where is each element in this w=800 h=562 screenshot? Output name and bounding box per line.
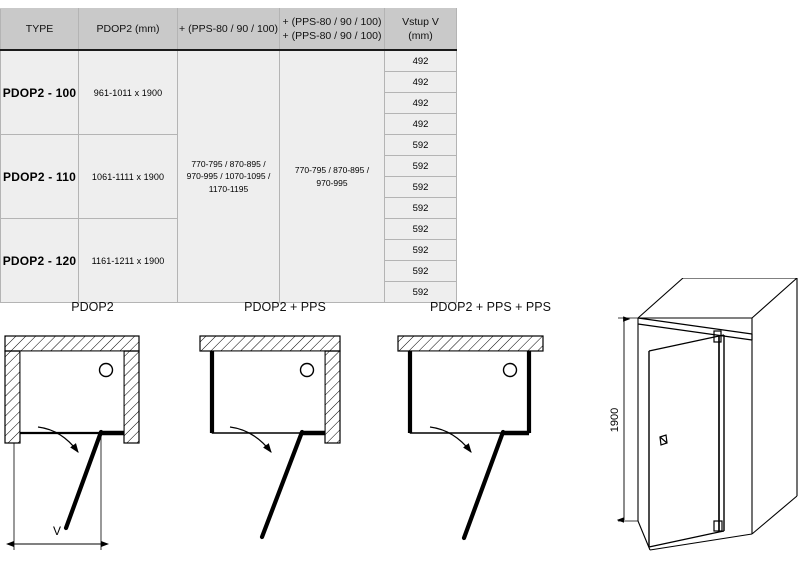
table-row: 492 <box>1 92 457 114</box>
cell-vstup: 592 <box>384 260 457 282</box>
header-pps-single: + (PPS-80 / 90 / 100) <box>177 8 280 51</box>
pps-single-line2: 970-995 / 1070-1095 / <box>186 171 271 182</box>
door-leaf-open <box>63 429 104 531</box>
fixed-glass-panel <box>718 334 725 533</box>
wall-right <box>123 350 140 444</box>
plan-diagram-pdop2-pps-pps: PDOP2 + PPS + PPS <box>388 300 593 558</box>
hinge-top-icon <box>713 330 722 343</box>
door-leaf-open <box>461 429 506 541</box>
wall-top <box>397 335 544 352</box>
wall-left <box>4 350 21 444</box>
table-row: 592 <box>1 155 457 177</box>
plan-title-pdop2-pps-pps: PDOP2 + PPS + PPS <box>430 300 551 314</box>
handle-icon <box>98 362 114 378</box>
header-type-line1: TYPE <box>25 22 54 35</box>
top-rail-profile <box>637 317 753 341</box>
header-vstup: Vstup V (mm) <box>384 8 457 51</box>
header-pps-single-line1: + (PPS-80 / 90 / 100) <box>179 22 278 35</box>
wall-top <box>199 335 341 352</box>
plan-diagram-pdop2: PDOP2 <box>0 300 185 558</box>
plan-title-pdop2: PDOP2 <box>71 300 114 314</box>
enclosure-interior <box>19 350 125 434</box>
pps-single-line3: 1170-1195 <box>208 183 249 194</box>
enclosure-box <box>637 278 798 551</box>
dimension-label-v: V <box>53 524 61 538</box>
cell-vstup: 592 <box>384 281 457 303</box>
swing-arc-arrow-icon <box>37 426 79 453</box>
enclosure-interior <box>409 350 530 434</box>
cell-vstup: 592 <box>384 218 457 240</box>
cell-vstup: 592 <box>384 176 457 198</box>
cell-dim-120: 1161-1211 x 1900 <box>78 218 178 303</box>
pps-double-line1: 770-795 / 870-895 / <box>294 165 370 176</box>
table-row: PDOP2 - 110 1061-1111 x 1900 592 <box>0 134 457 219</box>
header-pps-double: + (PPS-80 / 90 / 100) + (PPS-80 / 90 / 1… <box>279 8 385 51</box>
cell-pps-single: 770-795 / 870-895 / 970-995 / 1070-1095 … <box>177 49 280 303</box>
header-pdop2-line1: PDOP2 (mm) <box>96 22 160 35</box>
cell-vstup: 592 <box>384 197 457 219</box>
table-row: 592 <box>1 197 457 219</box>
header-pdop2: PDOP2 (mm) <box>78 8 178 51</box>
cell-type-110: PDOP2 - 110 <box>0 134 79 219</box>
cell-vstup: 592 <box>384 239 457 261</box>
spec-table-element: TYPE PDOP2 (mm) + (PPS-80 / 90 / 100) + … <box>0 8 457 303</box>
door-leaf-open <box>648 335 720 548</box>
header-pps-double-line2: + (PPS-80 / 90 / 100) <box>282 30 382 42</box>
cell-dim-100: 961-1011 x 1900 <box>78 49 178 135</box>
header-vstup-line1: Vstup V <box>402 15 439 28</box>
plan-drawing-pdop2-pps-pps <box>397 335 544 541</box>
specification-table: TYPE PDOP2 (mm) + (PPS-80 / 90 / 100) + … <box>0 8 457 303</box>
pps-double-line2: 970-995 <box>316 177 348 188</box>
cell-vstup: 492 <box>384 71 457 93</box>
door-leaf-open <box>259 429 305 540</box>
table-row: 492 <box>1 71 457 93</box>
wall-top <box>4 335 140 352</box>
isometric-view: 1900 <box>600 278 800 562</box>
plan-diagram-pdop2-pps: PDOP2 + PPS <box>190 300 380 558</box>
cell-pps-double: 770-795 / 870-895 / 970-995 <box>279 49 385 303</box>
table-row: PDOP2 - 100 961-1011 x 1900 770-795 / 87… <box>0 49 457 303</box>
height-dimension: 1900 <box>609 316 638 523</box>
cell-dim-110: 1061-1111 x 1900 <box>78 134 178 219</box>
plan-title-pdop2-pps: PDOP2 + PPS <box>244 300 326 314</box>
swing-arc-arrow-icon <box>229 426 272 453</box>
table-row: 592 <box>1 176 457 198</box>
cell-vstup: 492 <box>384 49 457 72</box>
cell-type-100: PDOP2 - 100 <box>0 49 79 135</box>
pps-single-line1: 770-795 / 870-895 / <box>191 159 266 170</box>
cell-vstup: 592 <box>384 155 457 177</box>
plan-drawing-pdop2-pps <box>199 335 341 540</box>
cell-vstup: 492 <box>384 113 457 135</box>
table-row: 592 <box>1 260 457 282</box>
header-vstup-line2: (mm) <box>408 30 433 42</box>
wall-right <box>324 350 341 444</box>
swing-arc-arrow-icon <box>429 426 472 453</box>
header-pps-double-line1: + (PPS-80 / 90 / 100) <box>282 15 382 28</box>
table-row: PDOP2 - 120 1161-1211 x 1900 592 <box>0 218 457 303</box>
header-type: TYPE <box>0 8 79 51</box>
hinge-bottom-icon <box>713 520 723 532</box>
table-row: 592 <box>1 239 457 261</box>
cell-vstup: 492 <box>384 92 457 114</box>
handle-icon <box>502 362 518 378</box>
plan-drawing-pdop2: V <box>4 335 140 550</box>
door-handle-icon <box>659 434 668 446</box>
height-label: 1900 <box>609 408 621 432</box>
table-row: 592 <box>1 281 457 303</box>
table-header-row: TYPE PDOP2 (mm) + (PPS-80 / 90 / 100) + … <box>0 8 457 51</box>
handle-icon <box>299 362 315 378</box>
cell-vstup: 592 <box>384 134 457 156</box>
isometric-drawing: 1900 <box>609 278 798 551</box>
cell-type-120: PDOP2 - 120 <box>0 218 79 303</box>
